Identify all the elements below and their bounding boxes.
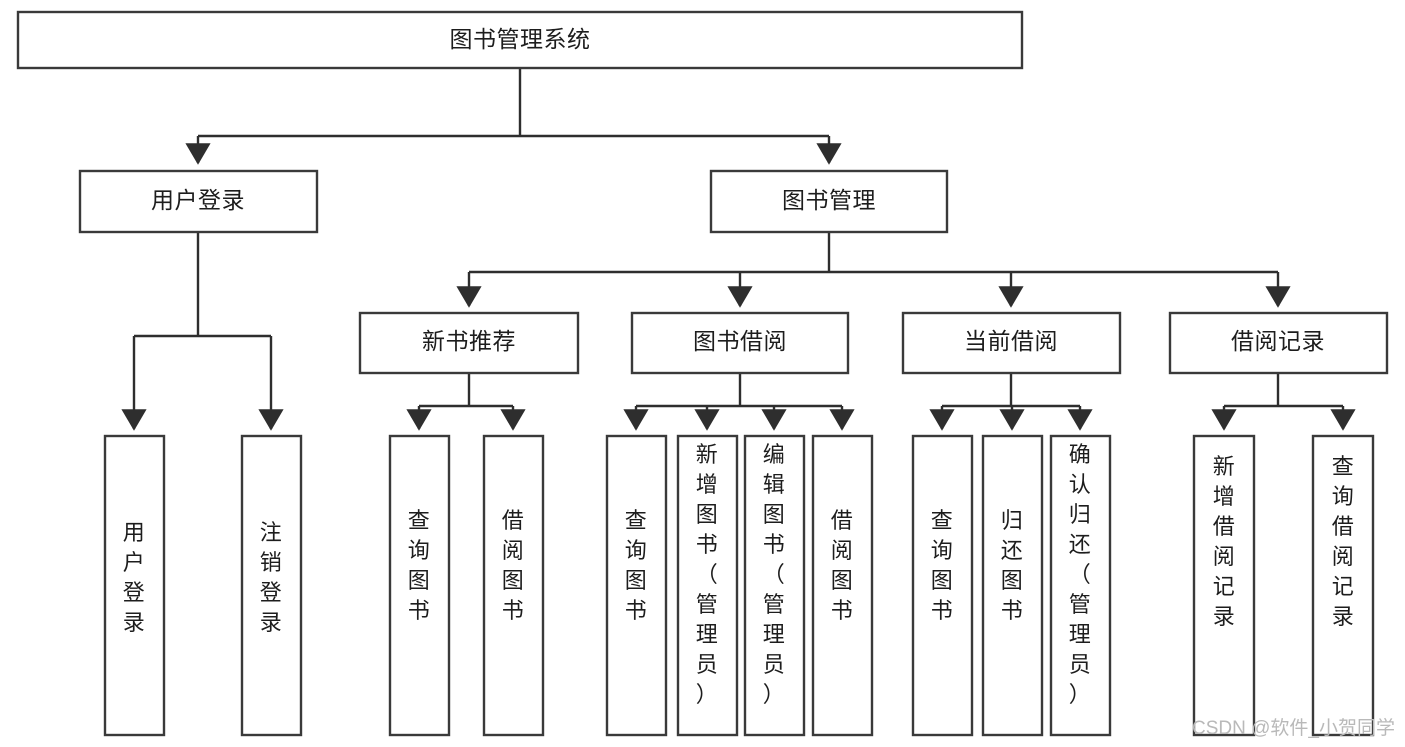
leaf-logout-label: 注销登录 xyxy=(260,520,283,635)
leaf-node[interactable]: 借阅图书 xyxy=(482,434,545,737)
node-root[interactable]: 图书管理系统 xyxy=(16,10,1024,70)
leaf-node[interactable]: 新增图书（管理员） xyxy=(676,434,739,737)
leaf-node[interactable]: 查询借阅记录 xyxy=(1311,434,1375,737)
leaf-node[interactable]: 查询图书 xyxy=(605,434,668,737)
leaf-cb-return-book-label: 归还图书 xyxy=(1001,508,1024,623)
leaf-cb-return-book-box[interactable] xyxy=(981,434,1044,737)
node-root-box[interactable] xyxy=(16,10,1024,70)
leaf-cb-confirm-return-box[interactable] xyxy=(1049,434,1112,737)
leaf-nb-query-book-label: 查询图书 xyxy=(408,508,431,623)
csdn-watermark: CSDN @软件_小贺同学 xyxy=(1192,717,1395,739)
node-current-borrow-box[interactable] xyxy=(901,311,1122,375)
node-borrow-record-label: 借阅记录 xyxy=(1231,328,1325,354)
node-current-borrow[interactable]: 当前借阅 xyxy=(901,311,1122,375)
leaf-bb-query-book-label: 查询图书 xyxy=(625,508,648,623)
node-root-label: 图书管理系统 xyxy=(450,26,591,52)
leaf-cb-query-book-box[interactable] xyxy=(911,434,974,737)
leaf-node[interactable]: 注销登录 xyxy=(240,434,303,737)
node-book-manage-box[interactable] xyxy=(709,169,949,234)
leaf-bb-edit-book-box[interactable] xyxy=(743,434,806,737)
leaf-node[interactable]: 用户登录 xyxy=(103,434,166,737)
leaf-br-query-record-box[interactable] xyxy=(1311,434,1375,737)
node-new-book-recommend-box[interactable] xyxy=(358,311,580,375)
node-book-borrow-label: 图书借阅 xyxy=(693,328,787,354)
leaf-br-add-record-label: 新增借阅记录 xyxy=(1213,454,1236,629)
leaf-bb-edit-book-label: 编辑图书（管理员） xyxy=(763,442,786,707)
leaf-node[interactable]: 编辑图书（管理员） xyxy=(743,434,806,737)
node-user-login-label: 用户登录 xyxy=(151,187,245,213)
node-borrow-record[interactable]: 借阅记录 xyxy=(1168,311,1389,375)
node-current-borrow-label: 当前借阅 xyxy=(964,328,1058,354)
leaf-node[interactable]: 借阅图书 xyxy=(811,434,874,737)
leaf-bb-borrow-book-label: 借阅图书 xyxy=(831,508,854,623)
node-book-manage[interactable]: 图书管理 xyxy=(709,169,949,234)
leaf-logout-box[interactable] xyxy=(240,434,303,737)
node-new-book-recommend-label: 新书推荐 xyxy=(422,328,516,354)
leaf-node[interactable]: 确认归还（管理员） xyxy=(1049,434,1112,737)
leaf-cb-confirm-return-label: 确认归还（管理员） xyxy=(1069,442,1092,707)
node-book-borrow-box[interactable] xyxy=(630,311,850,375)
leaf-nb-borrow-book-box[interactable] xyxy=(482,434,545,737)
node-new-book-recommend[interactable]: 新书推荐 xyxy=(358,311,580,375)
leaf-user-login-label: 用户登录 xyxy=(123,520,146,635)
leaf-bb-add-book-box[interactable] xyxy=(676,434,739,737)
node-user-login-box[interactable] xyxy=(78,169,319,234)
leaf-br-query-record-label: 查询借阅记录 xyxy=(1332,454,1355,629)
leaf-bb-add-book-label: 新增图书（管理员） xyxy=(696,442,719,707)
leaf-br-add-record-box[interactable] xyxy=(1192,434,1256,737)
leaf-nb-query-book-box[interactable] xyxy=(388,434,451,737)
edge-layer xyxy=(121,68,1356,431)
leaf-nb-borrow-book-label: 借阅图书 xyxy=(502,508,525,623)
leaf-node[interactable]: 查询图书 xyxy=(388,434,451,737)
leaf-user-login-box[interactable] xyxy=(103,434,166,737)
node-book-borrow[interactable]: 图书借阅 xyxy=(630,311,850,375)
leaf-node[interactable]: 查询图书 xyxy=(911,434,974,737)
node-user-login[interactable]: 用户登录 xyxy=(78,169,319,234)
leaf-bb-query-book-box[interactable] xyxy=(605,434,668,737)
leaf-node[interactable]: 新增借阅记录 xyxy=(1192,434,1256,737)
node-borrow-record-box[interactable] xyxy=(1168,311,1389,375)
leaf-bb-borrow-book-box[interactable] xyxy=(811,434,874,737)
leaf-node[interactable]: 归还图书 xyxy=(981,434,1044,737)
leaf-cb-query-book-label: 查询图书 xyxy=(931,508,954,623)
node-book-manage-label: 图书管理 xyxy=(782,187,876,213)
